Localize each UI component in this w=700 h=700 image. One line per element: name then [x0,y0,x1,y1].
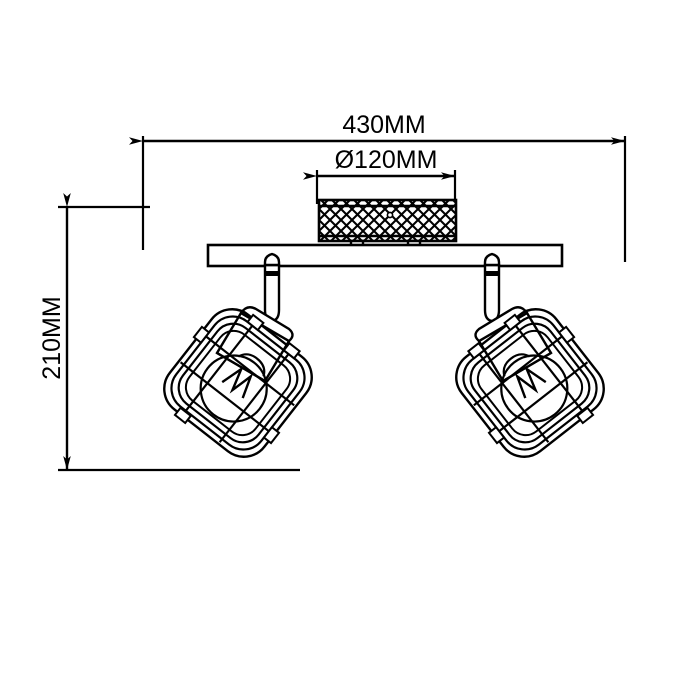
dimension-overall-width: 430MM [129,111,627,262]
left-cage-ring-inner [177,322,299,444]
dimension-label-overall-height: 210MM [38,296,66,379]
left-cage-clamp-top-a [246,313,265,332]
left-cage-ring-outer [163,308,313,458]
right-cage-clamp-left [557,325,576,345]
left-cage-clamp-left [192,325,211,345]
right-bulb-glass [500,354,569,423]
dimension-canopy-diameter: Ø120MM [303,146,457,204]
left-cage-ring-innermost [184,329,292,437]
left-cage-clamp-right [262,425,281,445]
left-spot-head [163,306,313,458]
left-stem-cap [263,252,281,267]
mounting-bar [206,243,564,268]
right-cage-ring-outer [455,308,605,458]
mounting-bar-body [206,243,564,268]
left-bulb-neck [237,353,266,377]
dimension-label-overall-width: 430MM [342,111,425,139]
right-cage-clamp-top-b [466,341,486,360]
right-bulb-neck [502,353,531,377]
left-cage-ring-mid [170,315,306,451]
left-cage-bar-h1 [202,333,295,407]
left-stem-band [265,271,279,276]
dimension-label-canopy-diameter: Ø120MM [335,146,438,174]
left-cage-bar-h2 [179,361,273,435]
canopy-screw [386,211,394,219]
right-cage-ring-inner [469,322,591,444]
right-cage-ring-innermost [476,329,584,437]
right-stem-cap [483,252,501,267]
right-cage-bar-h2 [495,361,589,435]
left-cage-bar-v2 [218,350,292,443]
right-cage-bar-v1 [512,321,586,415]
right-cage-clamp-top-a [503,313,522,332]
right-stem-band [485,271,499,276]
right-cage-bar-v2 [476,350,550,443]
left-cage-clamp-bottom [173,406,193,425]
right-spot-head [455,306,605,458]
left-bulb-filament [221,365,254,399]
left-cage-clamp-top-b [282,341,302,360]
dimension-overall-height: 210MM [38,193,300,472]
right-cage-ring-mid [462,315,598,451]
left-cage-bar-v1 [182,321,256,415]
right-cage-clamp-bottom [575,406,595,425]
right-bulb-filament [514,365,547,399]
right-cage-clamp-right [487,425,506,445]
left-bulb-glass [199,354,268,423]
right-cage-bar-h1 [473,333,566,407]
